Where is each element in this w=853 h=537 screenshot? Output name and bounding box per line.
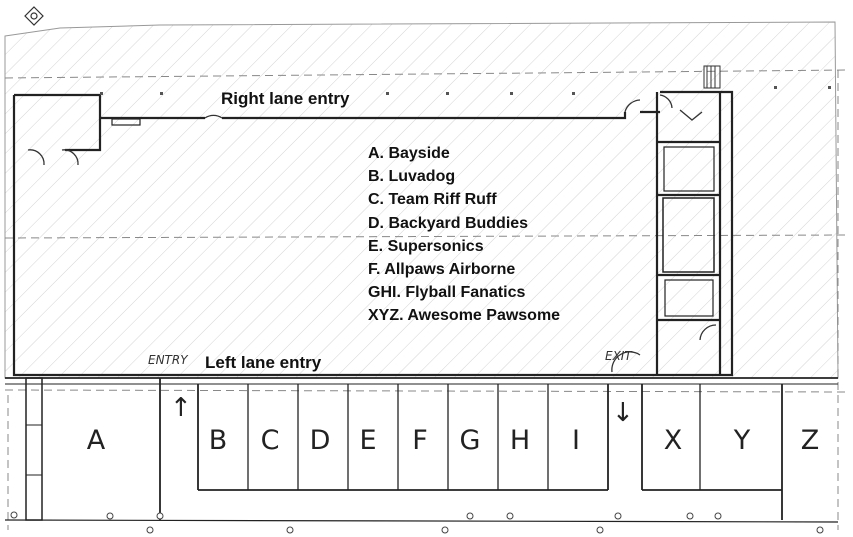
arrow-down-icon: ↓ (612, 398, 634, 428)
stall-dividers (247, 384, 701, 490)
legend-item: B. Luvadog (368, 168, 456, 186)
exit-handwritten-label: EXIT (605, 349, 632, 363)
stall-e-label: E (359, 425, 377, 456)
stall-y-label: Y (733, 425, 751, 456)
wall-markers (100, 86, 831, 95)
legend-item: C. Team Riff Ruff (368, 191, 497, 209)
stall-b-label: B (208, 425, 228, 456)
stall-c-label: C (260, 425, 280, 456)
stall-z-label: Z (800, 425, 820, 456)
arrow-up-icon: ↑ (170, 393, 192, 423)
door-swings (27, 94, 717, 373)
stall-h-label: H (509, 425, 531, 456)
left-lane-entry-label: Left lane entry (205, 353, 322, 372)
stall-x-label: X (663, 425, 683, 456)
stall-i-label: I (572, 425, 580, 456)
stall-a-label: A (86, 425, 106, 456)
legend-item: D. Backyard Buddies (368, 214, 529, 232)
legend-item: GHI. Flyball Fanatics (368, 284, 526, 302)
arena-walls (12, 90, 734, 377)
stair (703, 65, 721, 89)
team-legend: A. Bayside B. Luvadog C. Team Riff Ruff … (368, 142, 560, 328)
column-markers (10, 511, 824, 534)
right-lane-entry-label: Right lane entry (221, 89, 350, 108)
legend-item: F. Allpaws Airborne (368, 261, 516, 279)
stall-g-label: G (459, 425, 481, 456)
legend-item: E. Supersonics (368, 237, 484, 255)
north-arrow-icon (24, 6, 44, 26)
entry-handwritten-label: ENTRY (148, 353, 188, 367)
stall-area (4, 377, 839, 523)
legend-item: XYZ. Awesome Pawsome (368, 307, 561, 325)
legend-item: A. Bayside (368, 145, 450, 162)
stall-f-label: F (412, 425, 428, 456)
stall-d-label: D (309, 425, 331, 456)
